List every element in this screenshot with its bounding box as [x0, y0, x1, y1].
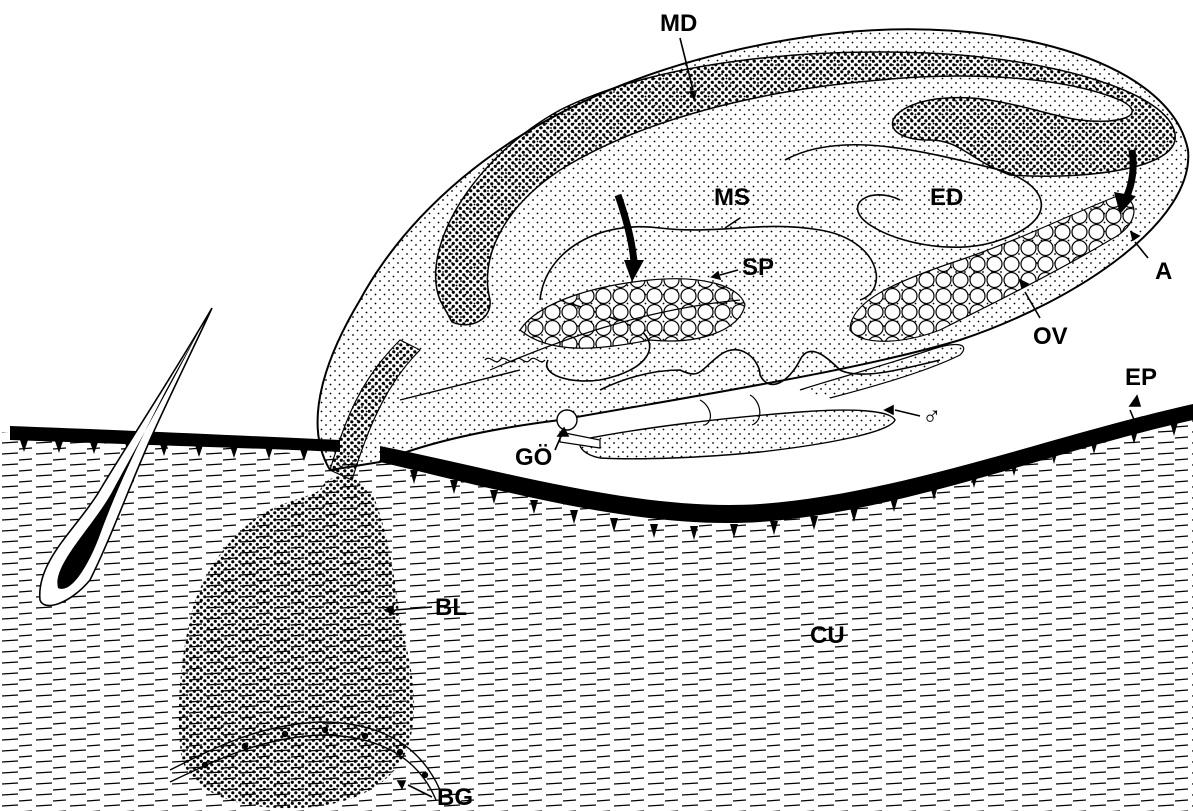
mite-body	[318, 29, 1189, 480]
dermis-region	[0, 418, 1193, 811]
